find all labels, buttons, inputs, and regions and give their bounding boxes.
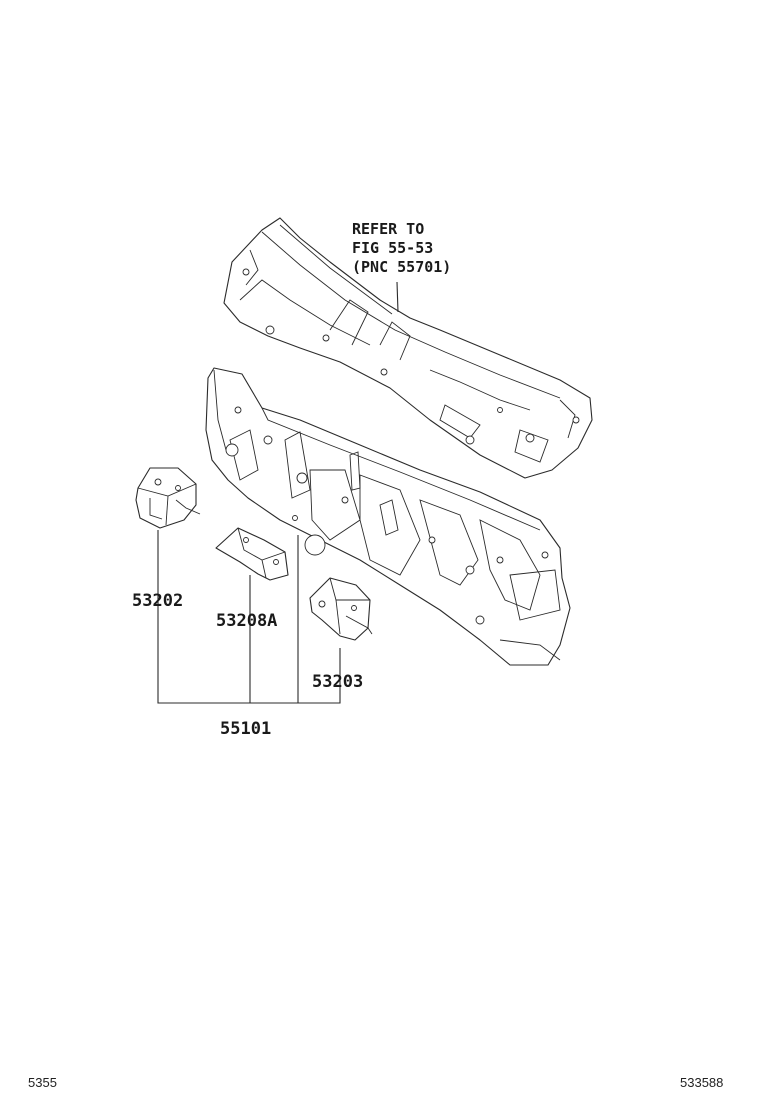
bracket-53203 [309,577,373,641]
footer-right-code: 533588 [680,1075,724,1090]
refer-note-line-1: REFER TO [352,220,425,238]
part-label-53202: 53202 [132,591,184,611]
dash-panel [205,367,571,666]
part-label-53203: 53203 [312,672,364,692]
bracket-53208a [215,527,289,581]
footer-left-code: 5355 [28,1075,57,1090]
bracket-53202 [135,467,201,529]
part-label-55101: 55101 [220,719,272,739]
refer-note-line-2: FIG 55-53 [352,239,434,257]
leader-lines [157,281,399,704]
part-label-53208a: 53208A [216,611,278,631]
cowl-top-panel [223,217,593,479]
refer-note-line-3: (PNC 55701) [352,258,452,276]
